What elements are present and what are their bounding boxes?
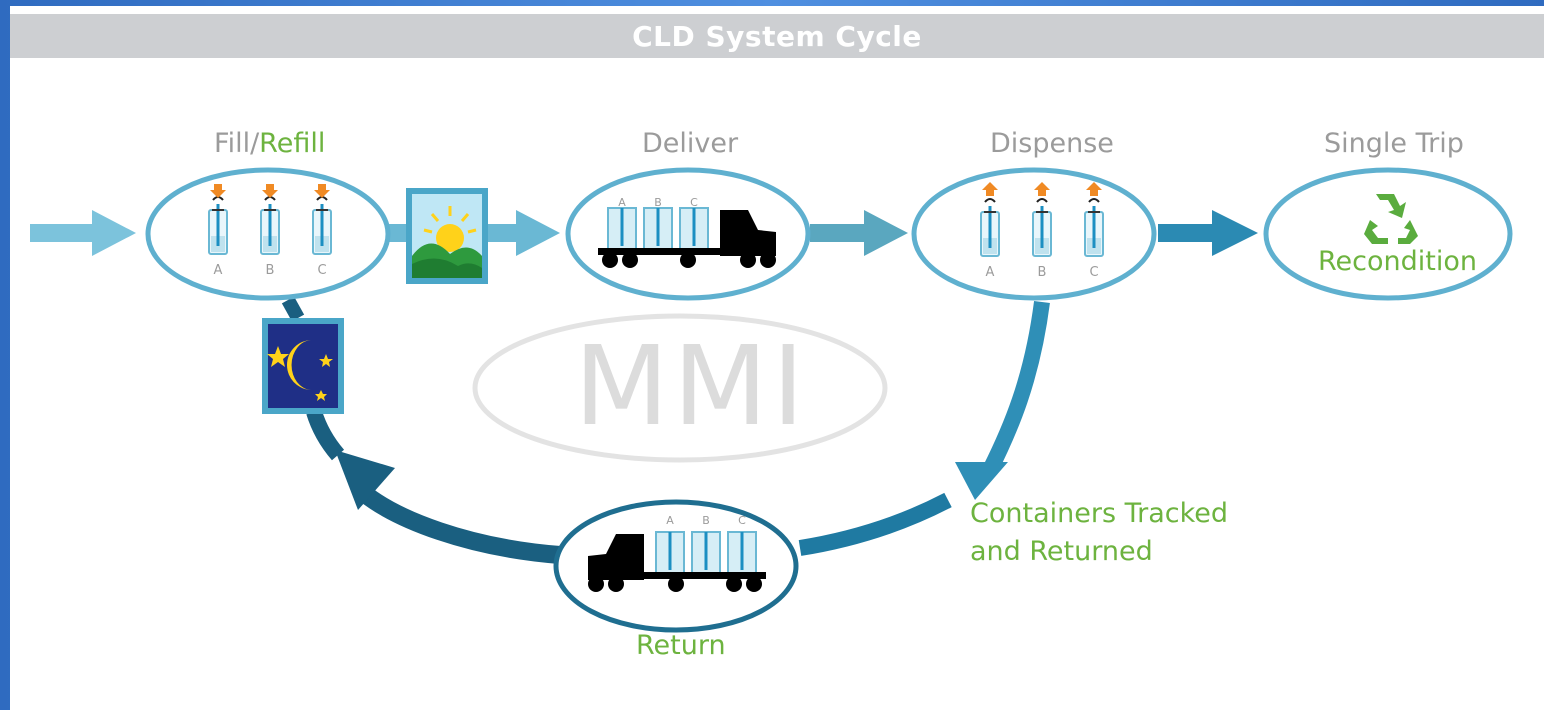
container-letter: B <box>702 514 710 527</box>
fill-containers: A B C <box>207 184 333 278</box>
container-letter: C <box>738 514 746 527</box>
truck-icon <box>588 531 766 592</box>
arrow-return-to-night <box>354 483 561 564</box>
arrow-up-icon <box>982 182 1102 196</box>
fill-prefix: Fill/ <box>214 128 260 159</box>
recondition-label: Recondition <box>1318 246 1477 277</box>
arrow-return-head <box>335 450 395 510</box>
arrow-down-icon <box>210 184 330 198</box>
stage-label-return: Return <box>636 630 726 661</box>
arrow-incoming <box>30 210 136 256</box>
watermark-ellipse <box>472 313 888 463</box>
container-letter: A <box>986 265 995 280</box>
container-letter: C <box>690 196 698 209</box>
sun-landscape-icon <box>406 188 488 284</box>
dispense-containers: A B C <box>979 182 1105 280</box>
container-letter: B <box>266 263 275 278</box>
container-letter: B <box>1038 265 1047 280</box>
container-letter: C <box>1089 265 1098 280</box>
container-letter: C <box>317 263 326 278</box>
tracked-label-line2: and Returned <box>970 536 1153 567</box>
container-letter: A <box>666 514 674 527</box>
container-letter: A <box>618 196 626 209</box>
arrow-night-to-fill <box>281 296 305 322</box>
container-letter: A <box>214 263 223 278</box>
watermark-text: MMI <box>574 322 809 450</box>
container-letter: B <box>654 196 662 209</box>
arrow-dispense-down-head <box>955 462 1008 500</box>
arrow-tracked-segment <box>798 492 952 556</box>
arrow-night-segment <box>306 409 345 461</box>
singletrip-oval <box>1263 167 1513 301</box>
arrow-dispense-down <box>982 300 1050 474</box>
stage-label-singletrip: Single Trip <box>1324 128 1464 159</box>
stage-label-dispense: Dispense <box>990 128 1114 159</box>
page-title: CLD System Cycle <box>632 19 922 53</box>
stage-label-deliver: Deliver <box>642 128 739 159</box>
arrow-dispense-to-singletrip <box>1158 210 1258 256</box>
moon-stars-icon <box>262 318 344 414</box>
tracked-label-line1: Containers Tracked <box>970 498 1229 529</box>
title-bar: CLD System Cycle <box>10 14 1544 58</box>
fill-highlight: Refill <box>259 128 326 159</box>
truck-icon: A B C <box>598 196 776 268</box>
stage-label-fill: Fill/Refill <box>214 128 325 159</box>
arrow-deliver-to-dispense <box>810 210 908 256</box>
recycle-icon <box>1364 194 1418 244</box>
